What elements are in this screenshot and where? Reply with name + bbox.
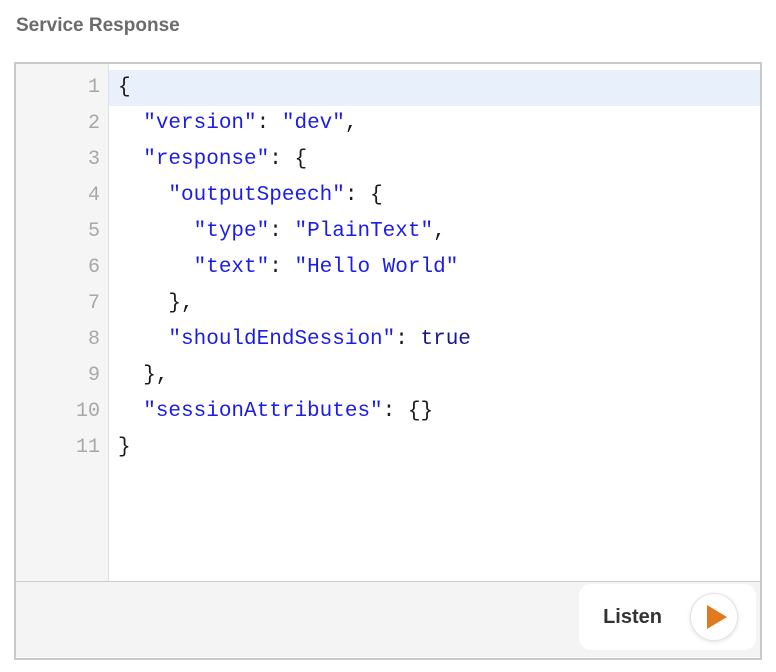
code-line[interactable]: "sessionAttributes": {}: [109, 394, 760, 430]
code-token: "Hello World": [294, 256, 459, 279]
line-number: 11: [75, 436, 100, 459]
page-title: Service Response: [16, 15, 180, 36]
code-line[interactable]: "type": "PlainText",: [109, 214, 760, 250]
line-number: 7: [87, 292, 100, 315]
code-token: :: [269, 220, 295, 243]
code-token: :: [395, 328, 421, 351]
code-token: [118, 148, 143, 171]
code-token: :: [269, 256, 295, 279]
code-line[interactable]: "response": {: [109, 142, 760, 178]
code-token: ,: [344, 112, 358, 135]
code-line[interactable]: "version": "dev",: [109, 106, 760, 142]
code-token: [118, 112, 143, 135]
line-number: 5: [87, 220, 100, 243]
code-line[interactable]: "shouldEndSession": true: [109, 322, 760, 358]
code-token: "text": [193, 256, 270, 279]
line-number: 8: [87, 328, 100, 351]
code-line[interactable]: "text": "Hello World": [109, 250, 760, 286]
code-area[interactable]: { "version": "dev", "response": { "outpu…: [109, 64, 760, 581]
code-token: :: [256, 112, 282, 135]
code-token: },: [118, 364, 169, 387]
code-token: "sessionAttributes": [143, 400, 383, 423]
code-line[interactable]: }: [109, 430, 760, 466]
play-button[interactable]: [690, 593, 738, 641]
footer-bar: Listen: [16, 581, 760, 657]
code-token: : {}: [382, 400, 434, 423]
code-token: "response": [143, 148, 270, 171]
code-token: {: [118, 76, 131, 99]
listen-label: Listen: [603, 605, 662, 628]
code-token: "type": [193, 220, 270, 243]
code-token: "outputSpeech": [168, 184, 345, 207]
line-number: 6: [87, 256, 100, 279]
code-token: "PlainText": [294, 220, 434, 243]
code-token: [118, 328, 168, 351]
line-number: 1: [87, 76, 100, 99]
code-token: [118, 220, 194, 243]
code-token: [118, 256, 194, 279]
play-icon: [707, 605, 727, 629]
line-number: 10: [75, 400, 100, 423]
code-line[interactable]: "outputSpeech": {: [109, 178, 760, 214]
code-token: "shouldEndSession": [168, 328, 396, 351]
code-token: ,: [433, 220, 446, 243]
service-response-section: Service Response 1 2 3 4 5 6 7 8 9 10 11 { "versio…: [0, 15, 776, 660]
code-token: "dev": [281, 112, 345, 135]
code-editor[interactable]: 1 2 3 4 5 6 7 8 9 10 11 { "version": "dev", "respo…: [16, 64, 760, 581]
code-token: true: [420, 328, 471, 351]
line-number: 3: [87, 148, 100, 171]
code-token: [118, 400, 143, 423]
code-token: : {: [344, 184, 383, 207]
code-line[interactable]: {: [109, 70, 760, 106]
line-number: 9: [87, 364, 100, 387]
code-token: },: [118, 292, 194, 315]
code-line[interactable]: },: [109, 358, 760, 394]
line-number-gutter: 1 2 3 4 5 6 7 8 9 10 11: [16, 64, 109, 581]
code-token: "version": [143, 112, 257, 135]
code-token: : {: [269, 148, 308, 171]
code-line[interactable]: },: [109, 286, 760, 322]
code-token: [118, 184, 168, 207]
line-number: 2: [87, 112, 100, 135]
line-number: 4: [87, 184, 100, 207]
service-response-panel: 1 2 3 4 5 6 7 8 9 10 11 { "version": "dev", "respo…: [14, 62, 762, 660]
code-token: }: [118, 436, 131, 459]
listen-button[interactable]: Listen: [579, 584, 756, 650]
